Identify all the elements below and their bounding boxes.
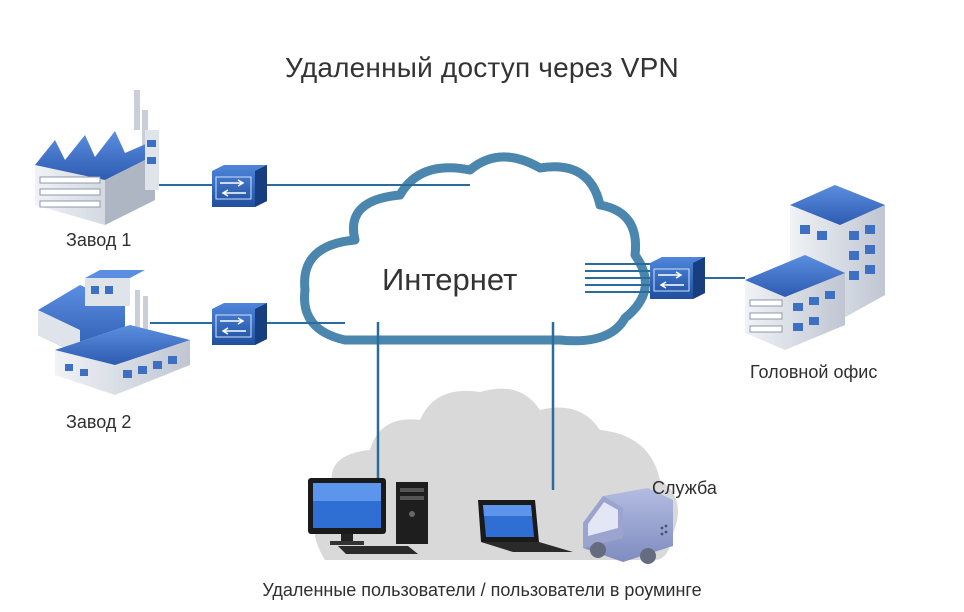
internet-cloud-label: Интернет [382, 262, 518, 297]
factory-icon [35, 90, 159, 225]
desktop-computer-icon [308, 478, 428, 554]
office-building-icon [745, 185, 885, 350]
vpn-router-icon [212, 303, 267, 345]
factory-icon [38, 270, 190, 395]
remote-users-label: Удаленные пользователи / пользователи в … [262, 580, 702, 600]
diagram-title: Удаленный доступ через VPN [285, 52, 679, 83]
link-hq-bundle [585, 263, 650, 293]
plant1-label: Завод 1 [66, 230, 132, 250]
internet-cloud [300, 152, 650, 346]
service-label: Служба [652, 478, 717, 498]
laptop-icon [478, 500, 573, 552]
van-icon [583, 488, 673, 564]
plant2-label: Завод 2 [66, 412, 132, 432]
vpn-router-icon [650, 257, 705, 299]
head-office-label: Головной офис [750, 362, 878, 382]
vpn-router-icon [212, 165, 267, 207]
